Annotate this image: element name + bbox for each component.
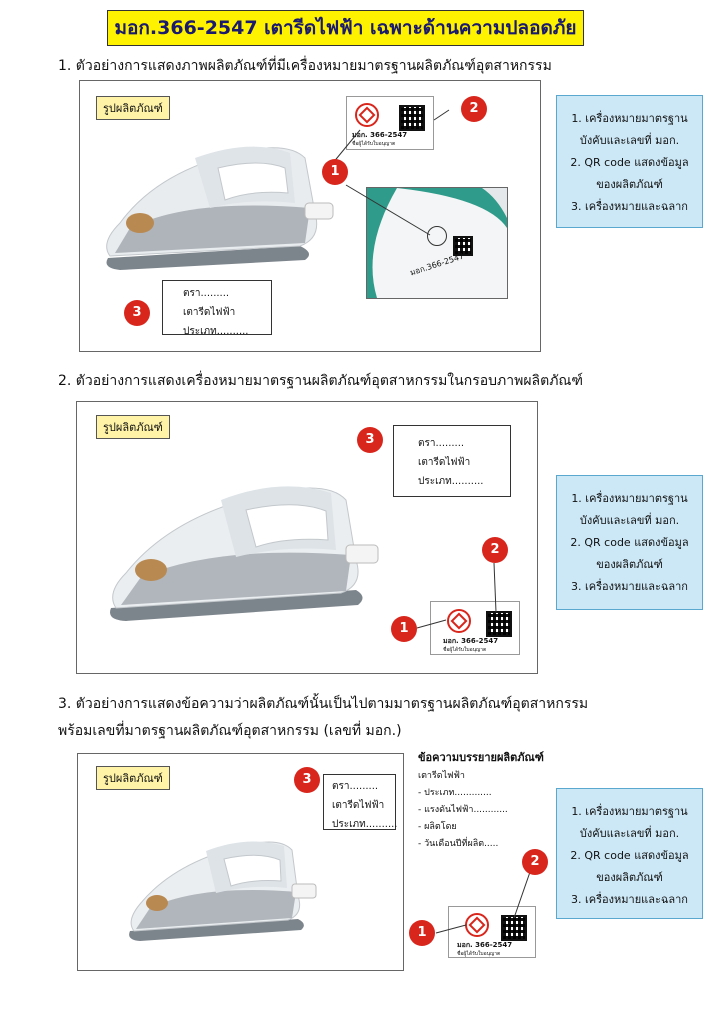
tisi-mark-icon xyxy=(465,913,489,937)
badge-2: 2 xyxy=(461,96,487,122)
label-type: ประเภท.......... xyxy=(332,819,398,830)
label-brand: ตรา......... xyxy=(183,288,230,299)
closeup-mark-icon xyxy=(427,226,447,246)
badge-3: 3 xyxy=(357,427,383,453)
closeup-qr-icon xyxy=(453,236,473,256)
description-line-4: - ผลิตโดย xyxy=(418,822,457,832)
label-product: เตารีดไฟฟ้า xyxy=(418,457,471,468)
qr-code-icon xyxy=(486,611,512,637)
legend-item-2b: ของผลิตภัณฑ์ xyxy=(596,871,663,884)
badge-3: 3 xyxy=(294,767,320,793)
legend-item-2b: ของผลิตภัณฑ์ xyxy=(596,178,663,191)
label-type: ประเภท.......... xyxy=(183,326,249,337)
legend-item-2a: 2. QR code แสดงข้อมูล xyxy=(570,849,689,862)
legend-item-2b: ของผลิตภัณฑ์ xyxy=(596,558,663,571)
description-title: ข้อความบรรยายผลิตภัณฑ์ xyxy=(418,751,544,764)
section-1-mark-card: มอก. 366-2547 ชื่อผู้ได้รับใบอนุญาต xyxy=(346,96,434,150)
section-2-label-box: ตรา......... เตารีดไฟฟ้า ประเภท.........… xyxy=(393,425,511,497)
standard-number: มอก. 366-2547 xyxy=(443,637,499,645)
section-1-closeup: มอก.366-2547 xyxy=(366,187,508,299)
section-3-heading-line1: 3. ตัวอย่างการแสดงข้อความว่าผลิตภัณฑ์นั้… xyxy=(58,696,589,712)
section-2-product-tag: รูปผลิตภัณฑ์ xyxy=(96,415,170,439)
label-product: เตารีดไฟฟ้า xyxy=(183,307,236,318)
section-3-heading-line2: พร้อมเลขที่มาตรฐานผลิตภัณฑ์อุตสาหกรรม (เ… xyxy=(58,723,402,739)
page-title: มอก.366-2547 เตารีดไฟฟ้า เฉพาะด้านความปล… xyxy=(107,10,584,46)
legend-item-3: 3. เครื่องหมายและฉลาก xyxy=(571,893,688,906)
licensee-name: ชื่อผู้ได้รับใบอนุญาต xyxy=(457,951,501,957)
product-description: ข้อความบรรยายผลิตภัณฑ์ เตารีดไฟฟ้า - ประ… xyxy=(418,748,544,853)
tisi-mark-icon xyxy=(447,609,471,633)
qr-code-icon xyxy=(501,915,527,941)
legend-item-3: 3. เครื่องหมายและฉลาก xyxy=(571,200,688,213)
label-product: เตารีดไฟฟ้า xyxy=(332,800,385,811)
badge-3: 3 xyxy=(124,300,150,326)
badge-2: 2 xyxy=(482,537,508,563)
iron-illustration-3 xyxy=(129,841,317,941)
licensee-name: ชื่อผู้ได้รับใบอนุญาต xyxy=(352,141,396,147)
standard-number: มอก. 366-2547 xyxy=(352,131,408,139)
standard-number: มอก. 366-2547 xyxy=(457,941,513,949)
licensee-name: ชื่อผู้ได้รับใบอนุญาต xyxy=(443,647,487,653)
badge-1: 1 xyxy=(391,616,417,642)
iron-illustration-2 xyxy=(110,486,379,621)
label-brand: ตรา......... xyxy=(418,438,465,449)
section-2-heading: 2. ตัวอย่างการแสดงเครื่องหมายมาตรฐานผลิต… xyxy=(58,373,584,389)
description-line-1: เตารีดไฟฟ้า xyxy=(418,771,465,781)
legend-item-1a: 1. เครื่องหมายมาตรฐาน xyxy=(571,805,688,818)
tisi-mark-icon xyxy=(355,103,379,127)
section-1-heading: 1. ตัวอย่างการแสดงภาพผลิตภัณฑ์ที่มีเครื่… xyxy=(58,58,552,74)
badge-1: 1 xyxy=(409,920,435,946)
description-line-5: - วันเดือนปีที่ผลิต..... xyxy=(418,839,499,849)
label-brand: ตรา......... xyxy=(332,781,379,792)
section-3-label-box: ตรา......... เตารีดไฟฟ้า ประเภท.........… xyxy=(323,774,397,830)
section-1-label-box: ตรา......... เตารีดไฟฟ้า ประเภท.........… xyxy=(162,280,272,337)
section-3-product-tag: รูปผลิตภัณฑ์ xyxy=(96,766,170,790)
legend-item-2a: 2. QR code แสดงข้อมูล xyxy=(570,536,689,549)
section-2-legend: 1. เครื่องหมายมาตรฐาน บังคับและเลขที่ มอ… xyxy=(556,475,703,610)
legend-item-2a: 2. QR code แสดงข้อมูล xyxy=(570,156,689,169)
qr-code-icon xyxy=(399,105,425,131)
legend-item-3: 3. เครื่องหมายและฉลาก xyxy=(571,580,688,593)
legend-item-1b: บังคับและเลขที่ มอก. xyxy=(579,134,680,147)
description-line-2: - ประเภท............. xyxy=(418,788,492,798)
section-1-product-tag: รูปผลิตภัณฑ์ xyxy=(96,96,170,120)
section-1-legend: 1. เครื่องหมายมาตรฐาน บังคับและเลขที่ มอ… xyxy=(556,95,703,228)
section-2-mark-card: มอก. 366-2547 ชื่อผู้ได้รับใบอนุญาต xyxy=(430,601,520,655)
label-type: ประเภท.......... xyxy=(418,476,484,487)
legend-item-1a: 1. เครื่องหมายมาตรฐาน xyxy=(571,112,688,125)
badge-1: 1 xyxy=(322,159,348,185)
section-3-mark-card: มอก. 366-2547 ชื่อผู้ได้รับใบอนุญาต xyxy=(448,906,536,958)
badge-2: 2 xyxy=(522,849,548,875)
legend-item-1b: บังคับและเลขที่ มอก. xyxy=(579,827,680,840)
legend-item-1b: บังคับและเลขที่ มอก. xyxy=(579,514,680,527)
description-line-3: - แรงดันไฟฟ้า............ xyxy=(418,805,508,815)
section-3-legend: 1. เครื่องหมายมาตรฐาน บังคับและเลขที่ มอ… xyxy=(556,788,703,919)
iron-illustration-1 xyxy=(106,146,334,270)
legend-item-1a: 1. เครื่องหมายมาตรฐาน xyxy=(571,492,688,505)
